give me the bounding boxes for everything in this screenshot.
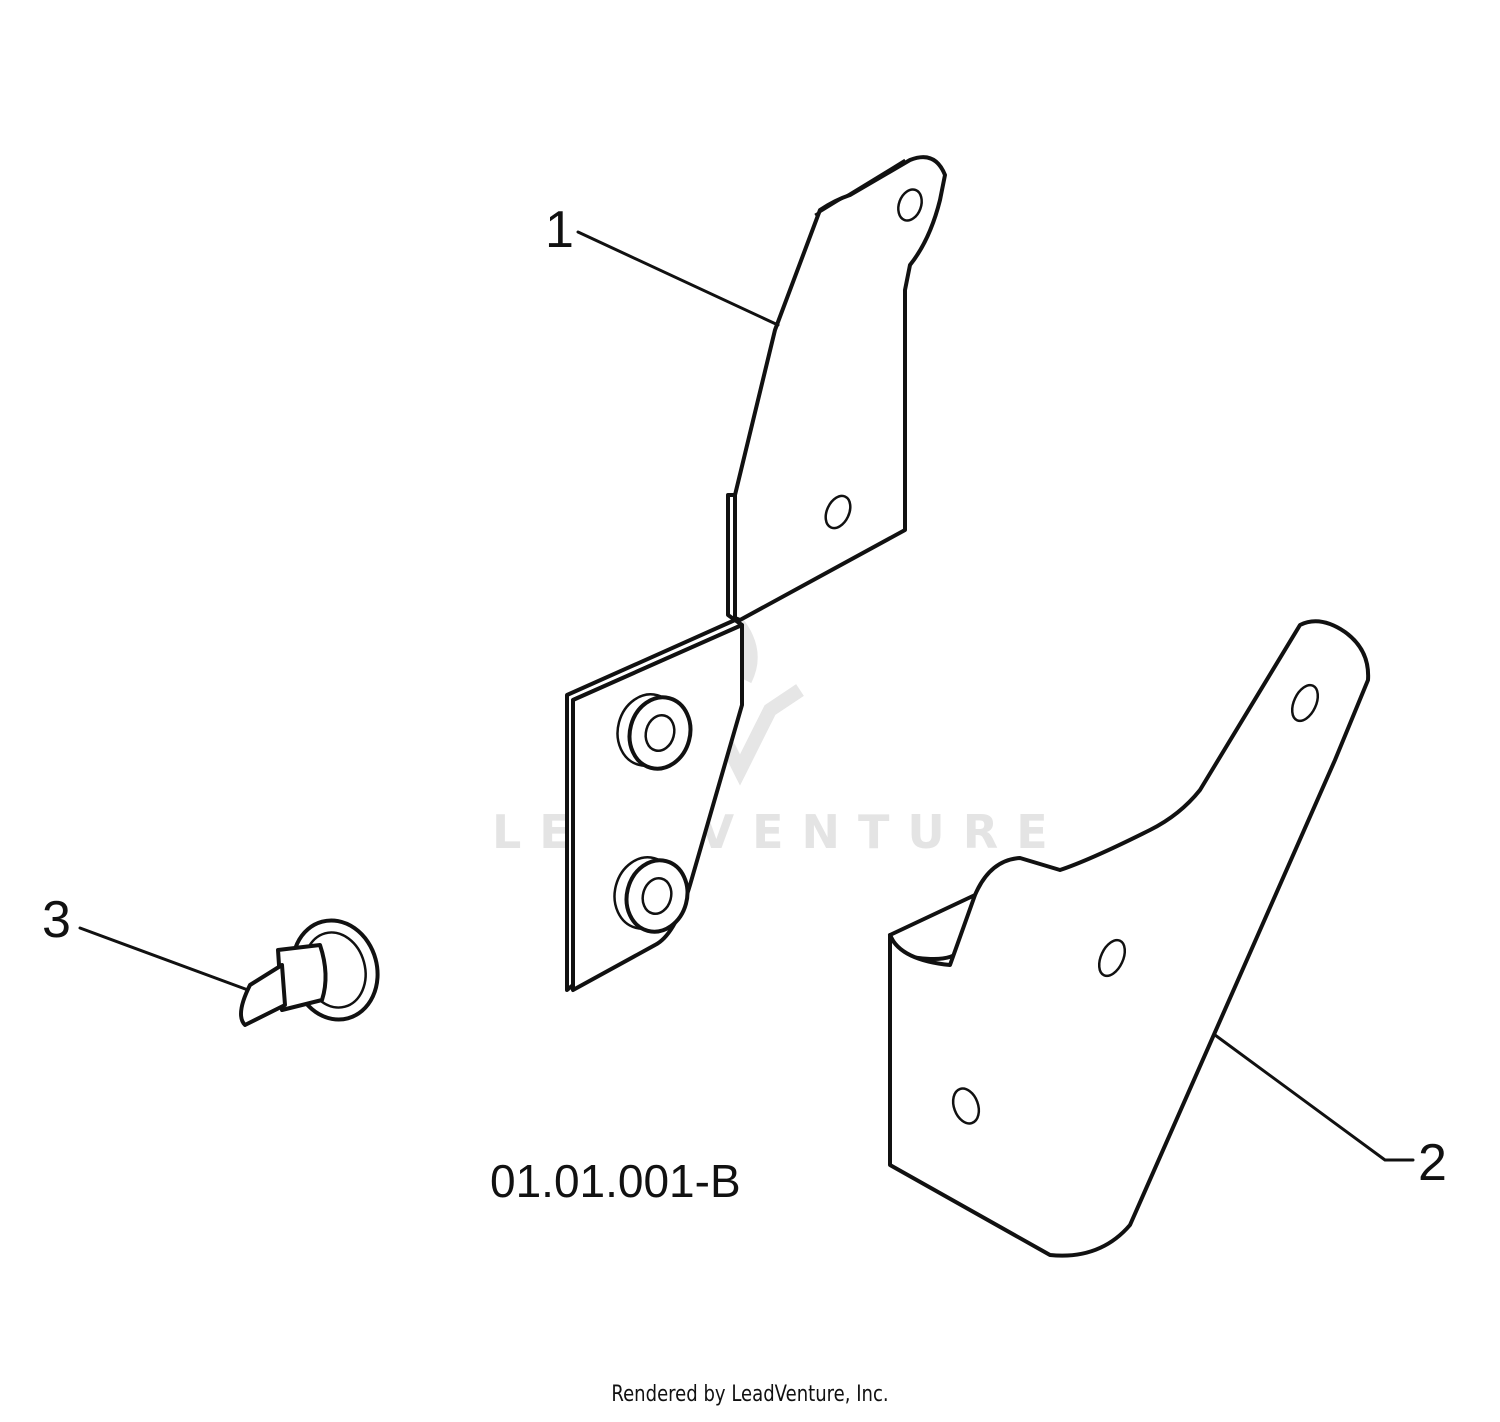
callout-1: 1 [545, 201, 574, 259]
callout-2: 2 [1418, 1134, 1447, 1192]
part-3-flange-screw [239, 918, 380, 1027]
callout-3: 3 [42, 891, 71, 949]
part-1-upper-bracket [565, 155, 947, 992]
bushing-lower [613, 856, 690, 934]
part-2-lower-bracket [888, 619, 1371, 1258]
leader-line-1 [576, 230, 780, 327]
leader-line-3 [78, 926, 250, 992]
credit-text: Rendered by LeadVenture, Inc. [611, 1382, 889, 1407]
drawing-code: 01.01.001-B [490, 1155, 741, 1207]
leader-line-2 [1213, 1033, 1415, 1162]
bushing-upper [616, 693, 693, 771]
